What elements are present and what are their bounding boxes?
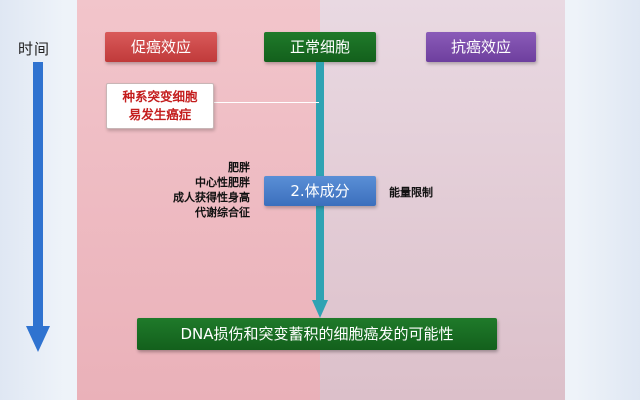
germline-line2: 易发生癌症 [128,107,192,122]
body-factors-list: 肥胖 中心性肥胖 成人获得性身高 代谢综合征 [150,160,250,220]
normal-cell-header: 正常细胞 [264,32,376,62]
germline-mutation-box: 种系突变细胞 易发生癌症 [106,83,214,129]
factor-item: 中心性肥胖 [195,176,250,189]
outcome-box: DNA损伤和突变蓄积的细胞癌发的可能性 [137,318,497,350]
germline-connector [214,102,319,103]
factor-item: 肥胖 [228,161,250,174]
anti-cancer-header: 抗癌效应 [426,32,536,62]
time-label: 时间 [18,40,51,58]
germline-line1: 种系突变细胞 [122,89,198,104]
time-arrow [26,62,50,352]
pro-cancer-header: 促癌效应 [105,32,217,62]
energy-restriction-label: 能量限制 [389,186,433,199]
factor-item: 代谢综合征 [195,206,250,219]
factor-item: 成人获得性身高 [173,191,250,204]
body-composition-box: 2.体成分 [264,176,376,206]
